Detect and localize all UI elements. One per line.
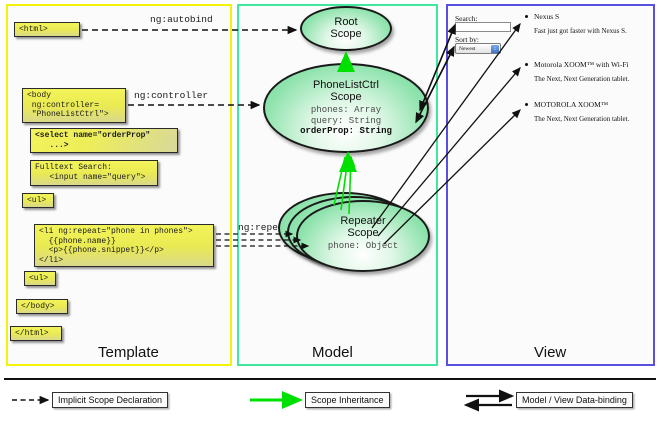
code-box-html-open: <html>: [14, 22, 80, 37]
phone-snippet: Fast just got faster with Nexus S.: [534, 27, 627, 35]
repeater-scope-title-line1: Repeater: [340, 215, 386, 227]
legend-implicit-scope-declaration: Implicit Scope Declaration: [52, 392, 169, 408]
legend-model-view-data-binding: Model / View Data-binding: [516, 392, 633, 408]
panel-model: [237, 4, 438, 366]
root-scope-title-line2: Scope: [330, 28, 362, 40]
edge-label-ng-repeat: ng:repeat: [238, 222, 290, 233]
search-input[interactable]: [455, 22, 511, 32]
panel-title-template: Template: [98, 344, 159, 361]
phone-snippet: The Next, Next Generation tablet.: [534, 115, 630, 123]
legend-scope-inheritance: Scope Inheritance: [305, 392, 390, 408]
panel-title-view: View: [534, 344, 567, 361]
code-box-ul-close: <ul>: [24, 271, 56, 286]
edge-label-ng-autobind: ng:autobind: [150, 14, 213, 25]
view-search-label: Search:: [455, 14, 478, 23]
phonelistctrl-scope-node: PhoneListCtrl Scope phones: Array query:…: [263, 63, 429, 153]
code-box-ul-open: <ul>: [22, 193, 54, 208]
repeater-scope-props: phone: Object: [298, 241, 428, 252]
scope-prop-query: query: String: [310, 115, 382, 126]
phone-snippet: The Next, Next Generation tablet.: [534, 75, 630, 83]
code-box-html-close: </html>: [10, 326, 62, 341]
chevron-updown-icon: ↕: [491, 45, 499, 53]
phone-name: Motorola XOOM™ with Wi-Fi: [534, 60, 629, 69]
edge-label-ng-controller: ng:controller: [134, 90, 209, 101]
bullet-icon: [525, 103, 528, 106]
phonelistctrl-scope-props: phones: Array query: String orderProp: S…: [265, 105, 427, 137]
panel-view: [446, 4, 655, 366]
phonelistctrl-scope-title-line1: PhoneListCtrl: [312, 79, 380, 91]
sort-by-selected-value: Newest: [459, 46, 476, 52]
repeater-scope-title-line2: Scope: [347, 227, 379, 239]
code-box-body-close: </body>: [16, 299, 68, 314]
root-scope-node: Root Scope: [300, 6, 392, 51]
code-box-body-open: <body ng:controller= "PhoneListCtrl">: [22, 88, 126, 123]
scope-prop-phones: phones: Array: [310, 105, 382, 115]
scope-prop-phone: phone: Object: [327, 241, 399, 251]
phone-name: MOTOROLA XOOM™: [534, 100, 609, 109]
bullet-icon: [525, 15, 528, 18]
phone-name: Nexus S: [534, 12, 560, 21]
legend-divider: [4, 378, 656, 380]
root-scope-title-line1: Root: [334, 16, 358, 28]
code-box-fulltext-search: Fulltext Search: <input name="query">: [30, 160, 158, 186]
panel-title-model: Model: [312, 344, 353, 361]
phonelistctrl-scope-title-line2: Scope: [330, 91, 362, 103]
repeater-scope-node: Repeater Scope phone: Object: [296, 200, 430, 272]
code-box-li-repeat: <li ng:repeat="phone in phones"> {{phone…: [34, 224, 214, 267]
bullet-icon: [525, 63, 528, 66]
sort-by-select[interactable]: Newest ↕: [455, 43, 501, 54]
code-box-select: <select name="orderProp" ...>: [30, 128, 178, 153]
scope-prop-orderprop: orderProp: String: [300, 126, 392, 136]
